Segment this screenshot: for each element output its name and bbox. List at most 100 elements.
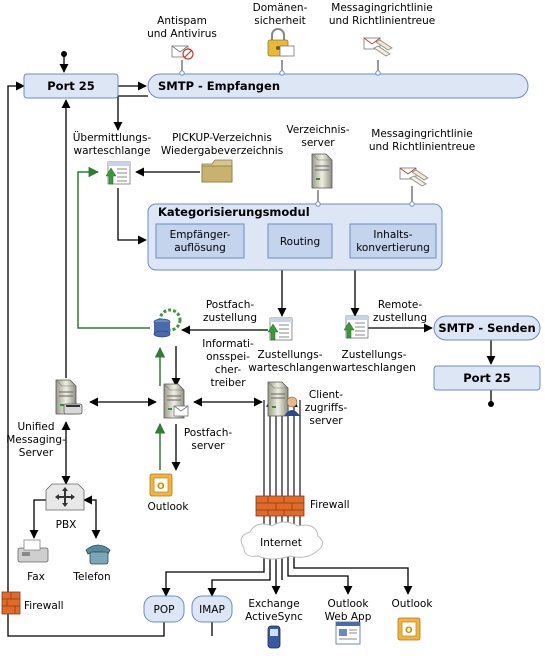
arrow-internet-outlook (293, 556, 413, 595)
categorizer-port-2 (409, 201, 415, 207)
directory-server-line1: Verzeichnis- (286, 124, 350, 136)
arrow-internet-pop (161, 556, 265, 597)
mailbox-server-line1: Postfach- (184, 427, 233, 439)
submission-queue-line1: Übermittlungs- (73, 131, 152, 144)
delivery-queues-1-line2: warteschlangen (248, 362, 332, 374)
pop-box (143, 595, 185, 623)
mobile-phone-icon (267, 625, 281, 649)
antispam-line2: und Antivirus (147, 28, 217, 40)
directory-server-line2: server (301, 137, 335, 149)
um-server-line2: Messaging- (6, 434, 66, 446)
client-access-server-icon (267, 381, 300, 417)
folder-icon (201, 159, 233, 183)
content-conversion-line1: Inhalts- (373, 229, 412, 241)
um-server-line1: Unified (18, 421, 55, 433)
outlook-right-icon (397, 617, 421, 641)
smtp-send-box (433, 315, 541, 341)
outlook-right-label: Outlook (392, 598, 434, 610)
smtp-receive-port-2 (279, 70, 285, 76)
imap-box (191, 595, 233, 623)
phone-label: Telefon (72, 571, 110, 583)
outlook-left-icon (149, 473, 173, 497)
store-driver-line1: Informati- (202, 338, 254, 350)
pickup-line1: PICKUP-Verzeichnis (172, 132, 272, 144)
antispam-line1: Antispam (157, 15, 207, 27)
delivery-queue-2-icon (343, 315, 369, 339)
arrow-pbx-fax (29, 499, 48, 539)
mailbox-server-line2: server (191, 440, 225, 452)
arrow-pbx-phone (83, 495, 101, 539)
smtp-receive-label: SMTP - Empfangen (158, 79, 280, 93)
padlock-certificate-icon (267, 28, 295, 57)
envelope-scroll-icon (363, 37, 393, 57)
antispam-icon (171, 45, 194, 60)
um-server-icon (55, 379, 83, 415)
policy-mid-line2: und Richtlinientreue (369, 141, 475, 153)
port25-bottom-box (433, 365, 541, 391)
directory-server-icon (311, 153, 333, 189)
mailbox-delivery-line2: zustellung (203, 312, 257, 324)
firewall-mid-label: Firewall (310, 499, 350, 511)
mailbox-delivery-line1: Postfach- (206, 299, 255, 311)
store-driver-line2: onsspei- (206, 351, 250, 363)
fax-icon (17, 539, 49, 563)
policy-top-line2: und Richtlinientreue (329, 15, 435, 27)
imap-label: IMAP (199, 604, 225, 616)
delivery-queues-2-line1: Zustellungs- (342, 349, 407, 361)
firewall-mid-icon (255, 495, 305, 517)
domain-security-line1: Domänen- (253, 2, 308, 14)
arrow-internet-imap (207, 556, 271, 597)
routing-label: Routing (280, 236, 320, 248)
owa-line1: Outlook (328, 598, 370, 610)
categorizer-port-1 (315, 201, 321, 207)
mailbox-server-icon (163, 383, 189, 419)
delivery-queues-1-line1: Zustellungs- (258, 349, 323, 361)
content-conversion-line2: konvertierung (356, 242, 430, 254)
client-access-line1: Client- (309, 389, 343, 401)
firewall-left-label: Firewall (24, 600, 64, 612)
smtp-send-label: SMTP - Senden (438, 321, 535, 335)
categorizer-label: Kategorisierungsmodul (158, 205, 310, 219)
pbx-label: PBX (56, 519, 77, 531)
green-connectors (77, 166, 166, 470)
port25-bottom-label: Port 25 (463, 371, 511, 385)
smtp-receive-port-3 (375, 70, 381, 76)
owa-line2: Web App (325, 611, 372, 623)
recipient-resolution-line2: auflösung (174, 242, 226, 254)
internet-cloud-icon (240, 521, 323, 560)
delivery-queues-2-line2: warteschlangen (332, 362, 416, 374)
store-driver-line4: treiber (210, 377, 246, 389)
recipient-resolution-box (155, 223, 245, 259)
fax-label: Fax (27, 571, 45, 583)
delivery-queue-1-icon (267, 317, 293, 341)
exit-dot (488, 401, 494, 407)
activesync-line1: Exchange (248, 598, 299, 610)
pbx-switch-icon (45, 483, 85, 511)
remote-delivery-line2: zustellung (373, 312, 427, 324)
store-driver-line3: cher- (215, 364, 242, 376)
smtp-receive-port-1 (179, 70, 185, 76)
um-server-line3: Server (19, 447, 54, 459)
recipient-resolution-line1: Empfänger- (170, 229, 231, 241)
arrow-internet-owa (287, 556, 353, 595)
pickup-line2: Wiedergabeverzeichnis (161, 145, 283, 157)
web-browser-icon (335, 621, 361, 645)
entry-dot (61, 51, 67, 57)
client-access-line2: zugriffs- (305, 402, 348, 414)
submission-queue-icon (105, 161, 131, 185)
green-arrow-store-queue (77, 166, 150, 329)
internet-label: Internet (260, 537, 302, 549)
smtp-receive-box (147, 73, 529, 99)
client-access-line3: server (309, 415, 343, 427)
submission-queue-line2: warteschlange (74, 145, 151, 157)
activesync-line2: ActiveSync (245, 611, 303, 623)
policy-top-line1: Messagingrichtlinie (331, 2, 432, 14)
remote-delivery-line1: Remote- (378, 299, 423, 311)
domain-security-line2: sicherheit (254, 15, 306, 27)
policy-mid-line1: Messagingrichtlinie (371, 128, 472, 140)
database-gear-icon (153, 308, 182, 338)
envelope-scroll-mid-icon (399, 167, 429, 187)
port25-top-label: Port 25 (47, 79, 95, 93)
